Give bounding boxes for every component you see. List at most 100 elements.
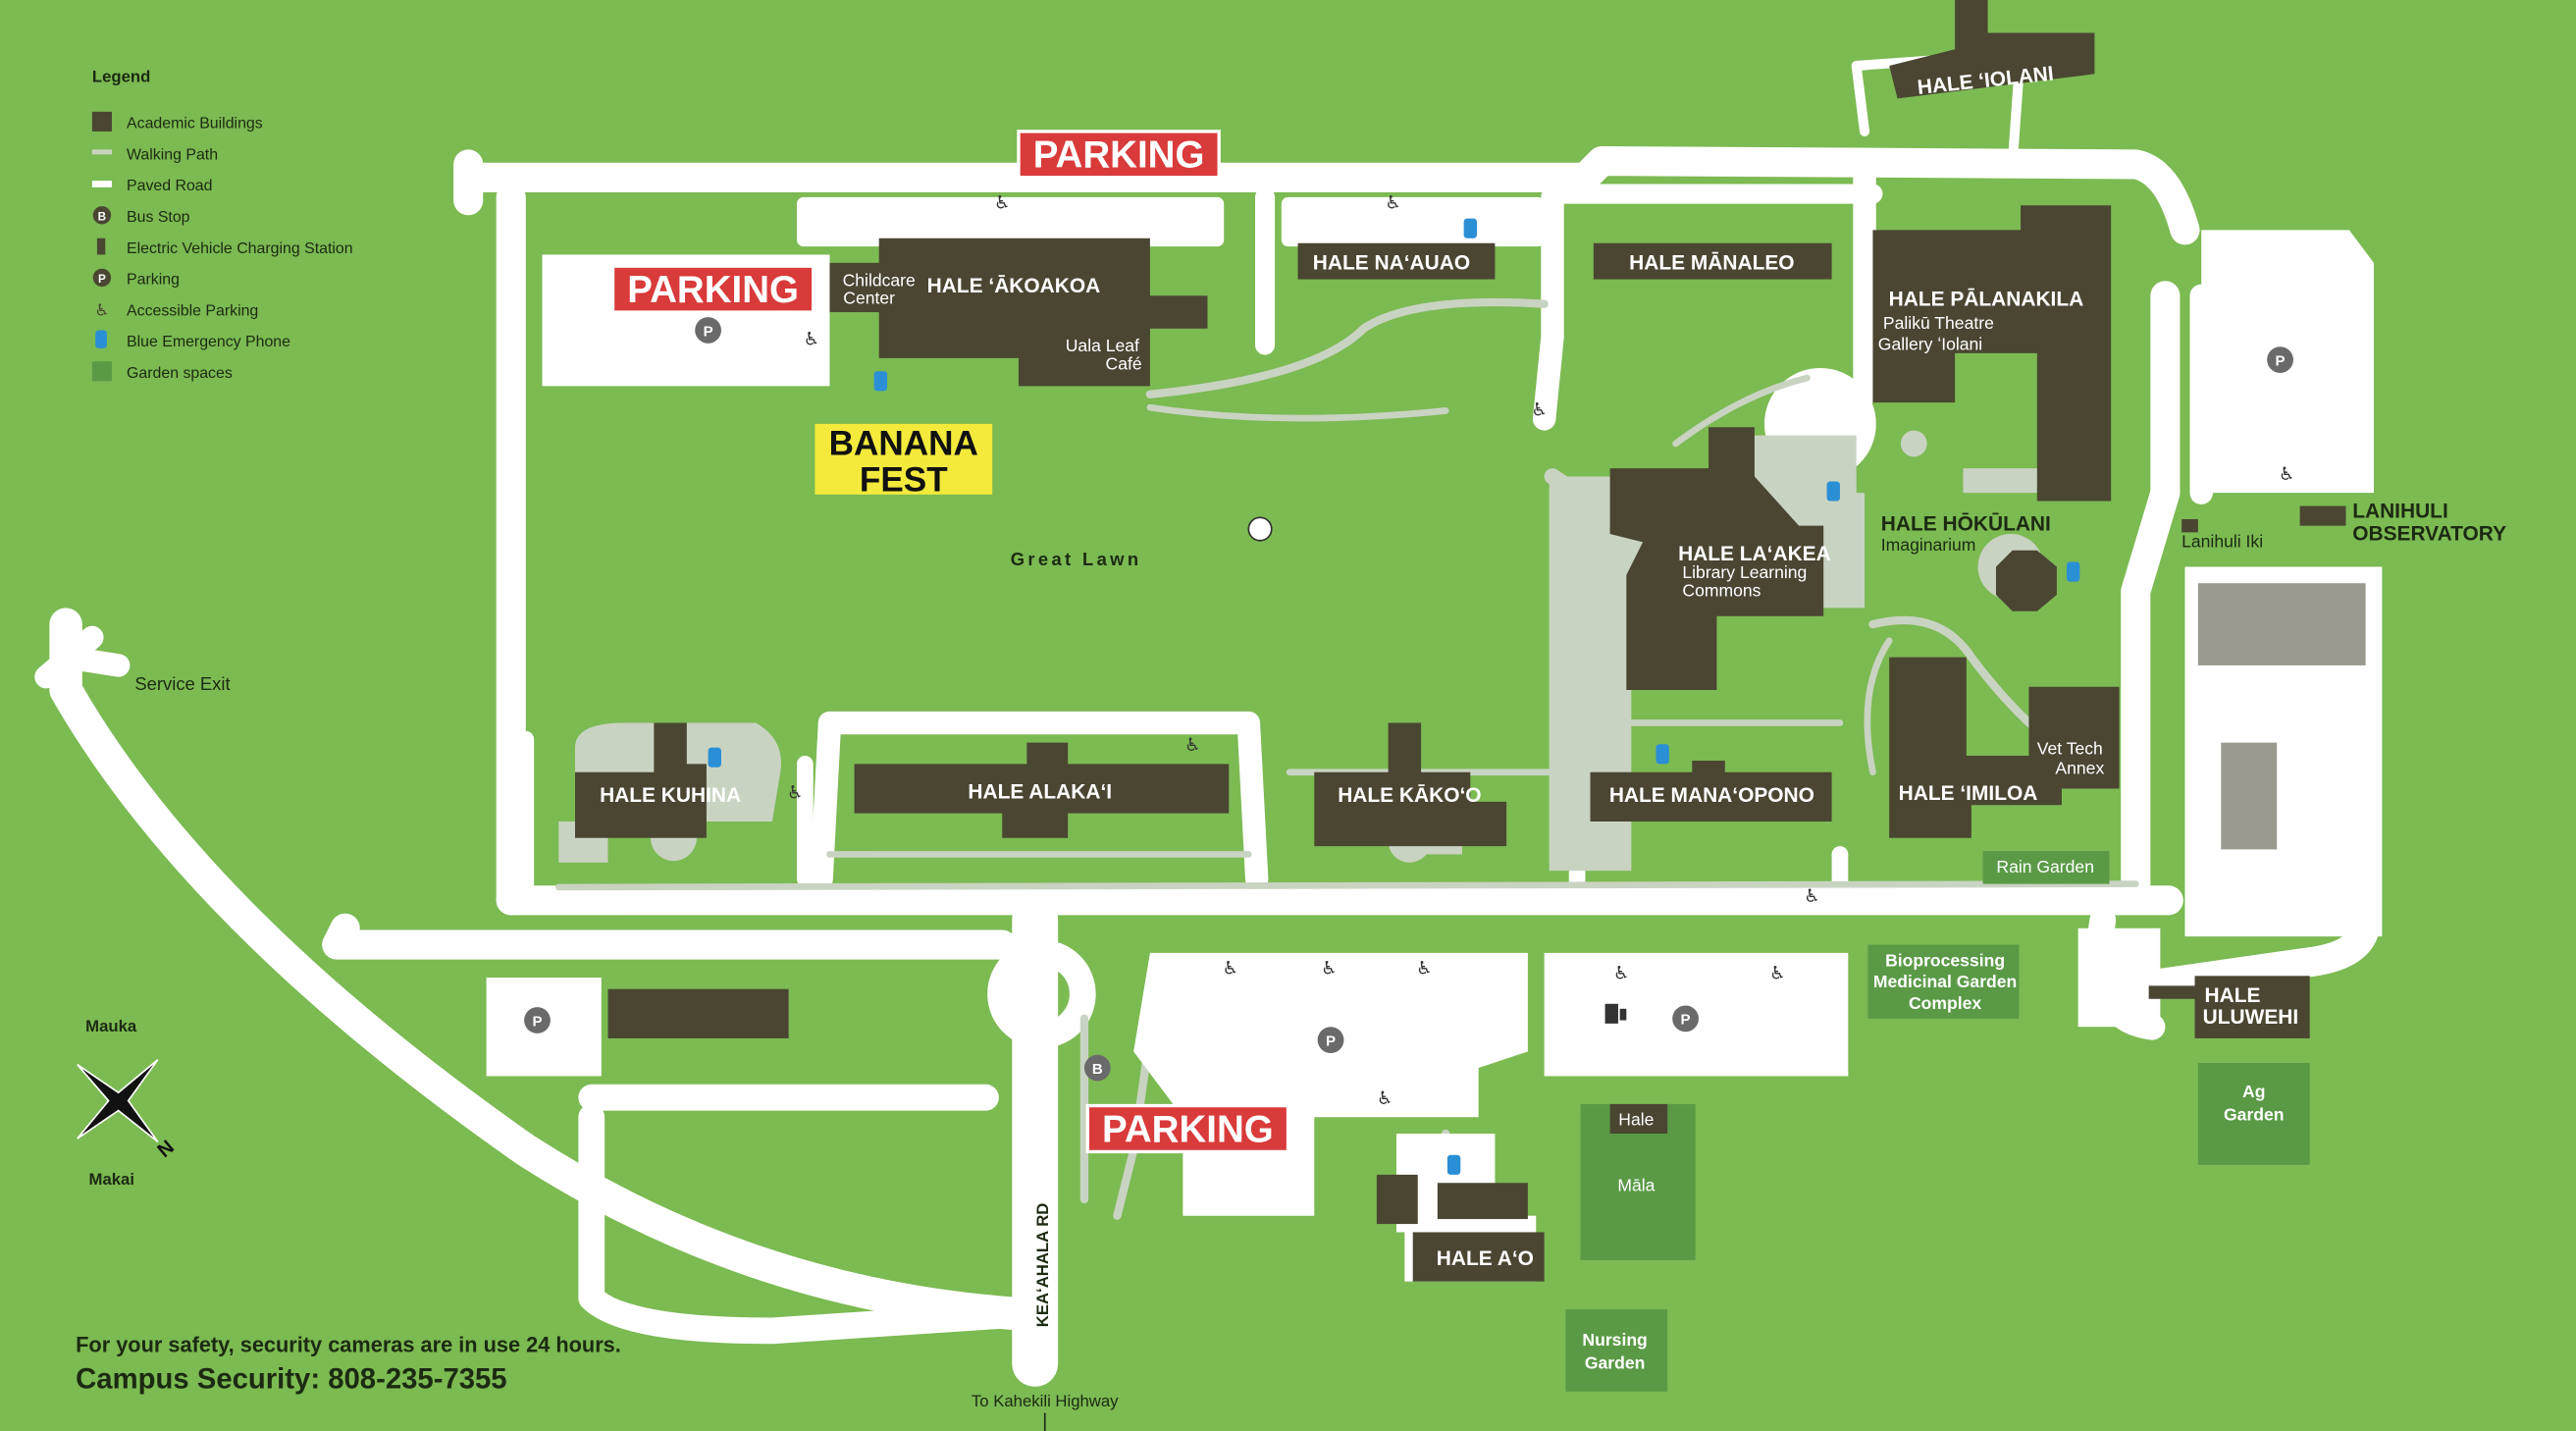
banana-fest-tag bbox=[815, 423, 993, 495]
parking-tag-bottom: PARKING bbox=[1102, 1108, 1274, 1150]
accessible-icon: ♿ bbox=[804, 329, 820, 349]
label-uluwehi-1: HALE bbox=[2205, 984, 2261, 1007]
legend-label: Electric Vehicle Charging Station bbox=[127, 240, 353, 257]
legend-label: Parking bbox=[127, 272, 180, 289]
building-lanihuli bbox=[2299, 505, 2346, 526]
emergency-phone-icon bbox=[1463, 218, 1478, 238]
building-ao bbox=[1376, 1174, 1418, 1225]
label-uala-1: Uala Leaf bbox=[1066, 336, 1139, 355]
accessible-icon: ♿ bbox=[1385, 192, 1401, 213]
accessible-icon: ♿ bbox=[1613, 963, 1630, 983]
legend-title: Legend bbox=[92, 68, 150, 86]
label-library-1: Library Learning bbox=[1682, 562, 1807, 582]
accessible-icon: ♿ bbox=[1769, 963, 1786, 983]
label-palanakila: HALE PĀLANAKILA bbox=[1889, 288, 2084, 310]
label-lanihuli-iki: Lanihuli Iki bbox=[2182, 531, 2263, 551]
building-palanakila bbox=[1872, 205, 2112, 502]
label-bio-3: Complex bbox=[1909, 993, 1981, 1013]
label-imaginarium: Imaginarium bbox=[1881, 535, 1976, 555]
legend-label: Academic Buildings bbox=[127, 116, 263, 132]
building-akoakoa bbox=[878, 238, 1208, 387]
emergency-phone-icon bbox=[1446, 1154, 1461, 1175]
label-ao: HALE AʻO bbox=[1437, 1247, 1534, 1270]
label-bio-2: Medicinal Garden bbox=[1873, 972, 2017, 991]
building-manaopono bbox=[1590, 761, 1832, 822]
footer-security: Campus Security: 808-235-7355 bbox=[76, 1362, 506, 1395]
building-kakoo bbox=[1314, 722, 1507, 847]
parking-icon bbox=[524, 1007, 551, 1034]
legend-bus-glyph: B bbox=[98, 210, 106, 223]
label-hokulani: HALE HŌKŪLANI bbox=[1881, 513, 2051, 536]
legend-label: Accessible Parking bbox=[127, 302, 258, 319]
accessible-icon: ♿ bbox=[787, 782, 804, 803]
label-paliku-2: Gallery ʻIolani bbox=[1878, 335, 1982, 354]
walking-path-swatch bbox=[91, 149, 112, 155]
ev-charging-icon bbox=[96, 238, 106, 255]
parking-tags bbox=[610, 130, 1290, 1154]
compass: Mauka Makai N bbox=[77, 1017, 179, 1189]
parking-icon bbox=[1317, 1027, 1344, 1053]
parking-markers bbox=[524, 317, 2293, 1082]
label-imiloa: HALE ʻIMILOA bbox=[1899, 782, 2038, 805]
label-maintenance-1: Maintenance bbox=[2228, 681, 2333, 701]
label-childcare-2: Center bbox=[843, 289, 895, 308]
road-network bbox=[34, 44, 2381, 1387]
parking-glyph: P bbox=[1326, 1033, 1336, 1049]
label-vettech-1: Vet Tech bbox=[2037, 738, 2103, 758]
emergency-phone-icon bbox=[873, 371, 888, 392]
accessible-icon: ♿ bbox=[1531, 399, 1548, 420]
bus-stop-icon bbox=[92, 206, 112, 225]
label-kakoo: HALE KĀKOʻO bbox=[1338, 784, 1481, 807]
accessible-icon: ♿ bbox=[1223, 958, 1239, 979]
label-ag-1: Ag bbox=[2242, 1082, 2265, 1101]
label-lanihuli-2: OBSERVATORY bbox=[2352, 523, 2506, 546]
parking-tag-left: PARKING bbox=[627, 269, 799, 311]
label-uluwehi-2: ULUWEHI bbox=[2203, 1006, 2299, 1029]
label-keahala-rd: KEAʻAHALA RD bbox=[1033, 1203, 1052, 1328]
label-paliku-1: Palikū Theatre bbox=[1883, 313, 1994, 333]
accessible-icon: ♿ bbox=[1416, 958, 1433, 979]
label-ag-2: Garden bbox=[2224, 1105, 2285, 1125]
label-library-2: Commons bbox=[1682, 581, 1761, 601]
label-laakea: HALE LAʻAKEA bbox=[1678, 543, 1831, 565]
label-alakai: HALE ALAKAʻI bbox=[968, 781, 1112, 804]
label-hale-small: Hale bbox=[1618, 1110, 1654, 1130]
emergency-phone-icon bbox=[1826, 481, 1840, 502]
parking-icon bbox=[1672, 1005, 1699, 1033]
building-naauao bbox=[1297, 242, 1496, 280]
label-kuhina: HALE KUHINA bbox=[600, 784, 741, 807]
label-rain-garden: Rain Garden bbox=[1996, 857, 2094, 876]
emergency-phone-icon bbox=[1656, 744, 1669, 765]
academic-buildings bbox=[575, 0, 2346, 1282]
emergency-phone-icon bbox=[95, 330, 107, 348]
label-lanihuli-1: LANIHULI bbox=[2352, 500, 2448, 522]
garden-swatch bbox=[91, 361, 112, 382]
building-imiloa bbox=[1889, 657, 2120, 838]
label-uala-2: Café bbox=[1106, 354, 1142, 374]
bus-glyph: B bbox=[1092, 1061, 1103, 1078]
parking-icon bbox=[2267, 346, 2293, 373]
building-hale-small bbox=[1609, 1103, 1668, 1135]
accessible-icon: ♿ bbox=[2279, 463, 2295, 484]
accessible-icon: ♿ bbox=[1377, 1087, 1393, 1108]
label-to-kahekili: To Kahekili Highway bbox=[972, 1392, 1119, 1410]
compass-mauka: Mauka bbox=[85, 1017, 137, 1035]
garden-spaces bbox=[1565, 851, 2310, 1392]
label-vettech-2: Annex bbox=[2055, 758, 2104, 777]
label-maintenance-2: Facilities bbox=[2229, 703, 2302, 722]
parking-icon bbox=[92, 268, 112, 288]
lawn-marker-icon bbox=[1247, 516, 1273, 542]
banana-fest-line2: FEST bbox=[860, 461, 948, 500]
parking-glyph: P bbox=[2276, 352, 2286, 369]
ev-charging-icon bbox=[1604, 1003, 1627, 1024]
parking-icon bbox=[695, 317, 721, 344]
banana-fest-line1: BANANA bbox=[829, 425, 978, 463]
legend-label: Garden spaces bbox=[127, 365, 233, 382]
accessible-icon: ♿ bbox=[994, 192, 1011, 213]
label-naauao: HALE NAʻAUAO bbox=[1313, 252, 1470, 275]
legend-label: Walking Path bbox=[127, 146, 218, 163]
accessible-icon: ♿ bbox=[1184, 734, 1201, 755]
parking-glyph: P bbox=[532, 1013, 542, 1030]
building-uluwehi bbox=[2194, 976, 2310, 1038]
